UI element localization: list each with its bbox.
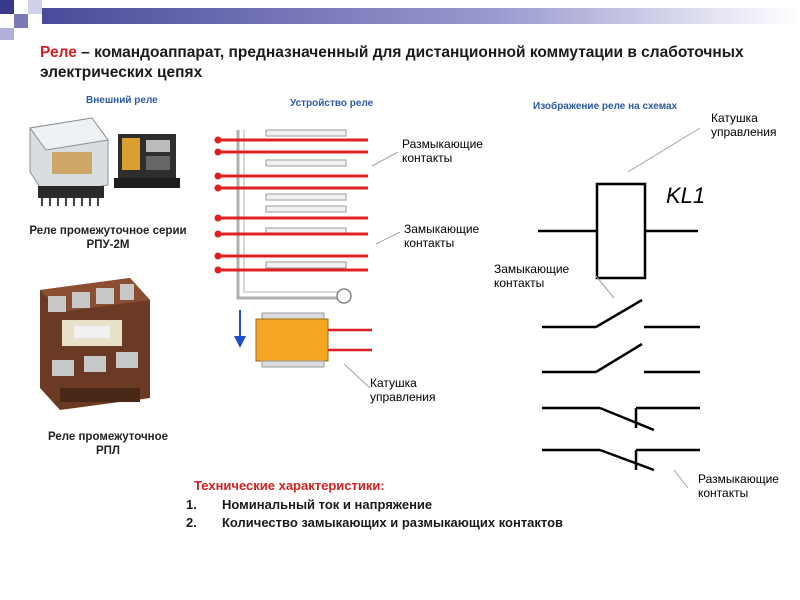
schematic-coil-symbol [595,182,647,280]
schematic-designation: KL1 [666,183,706,208]
coil-body [255,318,329,362]
schematic-leaders [595,127,701,489]
title-term: Реле [40,44,77,61]
specs-item-num: 2. [186,515,197,530]
schematic-break-line1: Размыкающие [698,472,779,486]
device-coil-label: Катушка управления [370,376,435,404]
device-break-line2: контакты [402,151,453,165]
device-coil-line1: Катушка [370,376,417,390]
specs-item-text: Количество замыкающих и размыкающих конт… [222,515,564,530]
armature-rail [236,130,340,300]
schematic-break-line2: контакты [698,486,749,500]
armature-rail-light [243,130,340,293]
label-rpl-line2: РПЛ [95,445,120,457]
device-make-line1: Замыкающие [404,222,480,236]
caption-schematic: Изображение реле на схемах [533,101,678,112]
contact-terminals [214,136,222,274]
label-rpu: Реле промежуточное серии РПУ-2М [8,224,208,252]
label-rpu-line1: Реле промежуточное серии [29,225,187,237]
schematic-break-contact-1 [542,406,700,432]
schematic-break-contact-2 [542,448,700,472]
schematic-make-label: Замыкающие контакты [494,262,569,290]
title-rest: – командоаппарат, предназначенный для ди… [40,44,744,81]
coil-bottom-plate [261,360,325,368]
device-make-line2: контакты [404,236,455,250]
contact-wires [218,138,368,272]
pivot-circle [336,288,352,304]
specs-item-num: 1. [186,497,197,512]
schematic-coil-line1: Катушка [711,111,758,125]
label-rpu-line2: РПУ-2М [86,239,130,251]
device-coil-line2: управления [370,390,436,404]
schematic-make-line2: контакты [494,276,545,290]
schematic-break-label: Размыкающие контакты [698,472,779,500]
contact-plates [265,129,347,269]
caption-external: Внешний реле [86,95,158,106]
device-make-label: Замыкающие контакты [404,222,479,250]
schematic-make-contact-1 [542,298,700,329]
label-rpl-line1: Реле промежуточное [47,431,169,443]
schematic-make-line1: Замыкающие [494,262,570,276]
label-rpl: Реле промежуточное РПЛ [8,430,208,458]
device-break-label: Размыкающие контакты [402,137,483,165]
specs-item-text: Номинальный ток и напряжение [222,497,433,512]
device-leaders [343,151,401,389]
specs-item: 1. Номинальный ток и напряжение [186,496,563,514]
schematic-make-contact-2 [542,342,700,374]
specs-list: 1. Номинальный ток и напряжение 2. Колич… [186,496,563,532]
slide-title: Реле – командоаппарат, предназначенный д… [40,43,760,83]
motion-arrow-head [234,336,246,348]
specs-title: Технические характеристики: [194,478,385,493]
device-break-line1: Размыкающие [402,137,483,151]
specs-item: 2. Количество замыкающих и размыкающих к… [186,514,563,532]
header-decoration [0,0,800,40]
schematic-coil-line2: управления [711,125,777,139]
caption-device: Устройство реле [290,98,374,109]
schematic-coil-label: Катушка управления [711,111,776,139]
